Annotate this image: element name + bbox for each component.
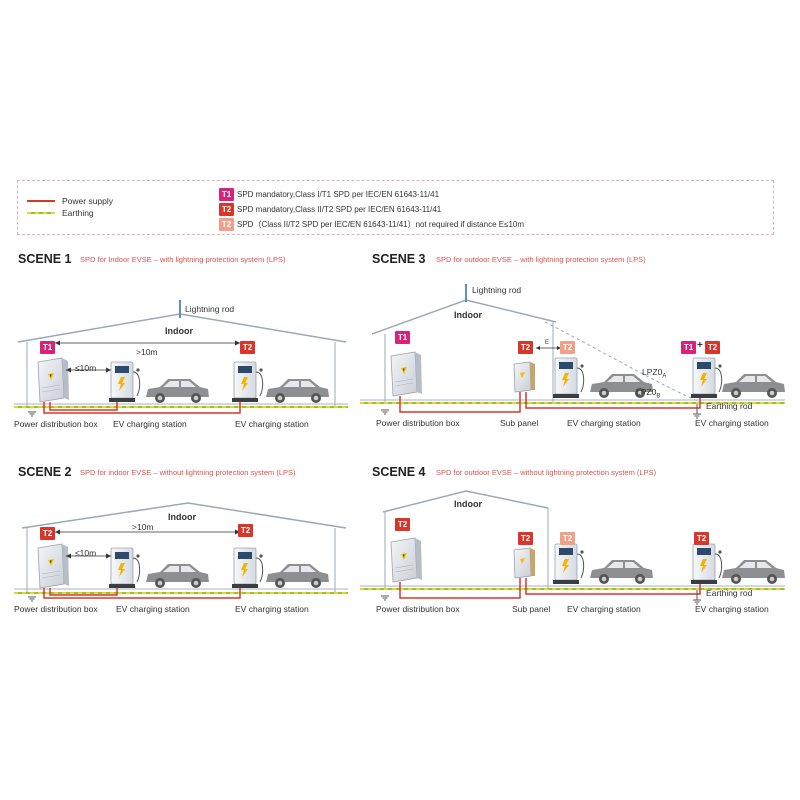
- scene3-badge-out-t2: T2: [705, 341, 720, 354]
- scene2-graphic: [14, 502, 348, 602]
- scene3-badge-pdb: T1: [395, 331, 410, 344]
- legend-t2-optional-badge: T2: [219, 218, 234, 231]
- scene4-earthing-rod: Earthing rod: [706, 588, 753, 598]
- scene3-badge-sub-optional: T2: [560, 341, 575, 354]
- legend-t1-text: SPD mandatory,Class I/T1 SPD per IEC/EN …: [237, 190, 440, 199]
- scene3-subtitle: SPD for outdoor EVSE – with lightning pr…: [436, 255, 646, 264]
- scene2-label-pdb: Power distribution box: [14, 604, 98, 614]
- scene4-badge-out: T2: [694, 532, 709, 545]
- scene1-badge-t1: T1: [40, 341, 55, 354]
- legend-box: [17, 180, 774, 235]
- scene4-title: SCENE 4: [372, 465, 426, 479]
- scene4-indoor-label: Indoor: [454, 499, 482, 509]
- scene1-label-ev1: EV charging station: [113, 419, 187, 429]
- scene4-label-pdb: Power distribution box: [376, 604, 460, 614]
- scene3-lightning-rod-label: Lightning rod: [472, 285, 522, 295]
- scene1-lightning-rod-label: Lightning rod: [185, 304, 235, 314]
- scene1-indoor-label: Indoor: [165, 326, 193, 336]
- scene4-badge-sub: T2: [518, 532, 533, 545]
- scene2-badge-right: T2: [238, 524, 253, 537]
- scene3-graphic: [360, 284, 785, 419]
- legend-symbols: [27, 200, 55, 214]
- scene3-distance-e: E: [545, 340, 550, 346]
- legend-t2-optional-text: SPD（Class II/T2 SPD per IEC/EN 61643-11/…: [237, 220, 525, 229]
- scene3-label-pdb: Power distribution box: [376, 418, 460, 428]
- scene3-title: SCENE 3: [372, 252, 426, 266]
- scene4-label-ev2: EV charging station: [695, 604, 769, 614]
- scene4-label-ev1: EV charging station: [567, 604, 641, 614]
- scene1-label-ev2: EV charging station: [235, 419, 309, 429]
- scene2-indoor-label: Indoor: [168, 512, 196, 522]
- scene1-distance-near: ≤10m: [75, 363, 97, 373]
- scene1-subtitle: SPD for Indoor EVSE – with lightning pro…: [80, 255, 286, 264]
- scene3-label-ev2: EV charging station: [695, 418, 769, 428]
- scene3-lpz-b: LPZ0B: [636, 387, 661, 400]
- scene2-title: SCENE 2: [18, 465, 72, 479]
- scene2-label-ev1: EV charging station: [116, 604, 190, 614]
- scene4-roof: [382, 490, 549, 513]
- scene4-badge-pdb: T2: [395, 518, 410, 531]
- scene4-badge-sub-optional: T2: [560, 532, 575, 545]
- legend-earthing-label: Earthing: [62, 208, 94, 218]
- legend-t1-badge: T1: [219, 188, 234, 201]
- scene1-badge-t2: T2: [240, 341, 255, 354]
- scene3-badge-sub: T2: [518, 341, 533, 354]
- scene1-label-pdb: Power distribution box: [14, 419, 98, 429]
- scene1-graphic: [14, 300, 348, 417]
- scene3-label-ev1: EV charging station: [567, 418, 641, 428]
- scene2-label-ev2: EV charging station: [235, 604, 309, 614]
- legend-t2-text: SPD mandatory,Class II/T2 SPD per IEC/EN…: [237, 205, 442, 214]
- scene4-subtitle: SPD for outdoor EVSE – without lightning…: [436, 468, 657, 477]
- scene3-indoor-label: Indoor: [454, 310, 482, 320]
- legend-t2-badge: T2: [219, 203, 234, 216]
- scene2-distance-near: ≤10m: [75, 548, 97, 558]
- scene2-distance-far: >10m: [132, 522, 154, 532]
- scene2-badge-left: T2: [40, 527, 55, 540]
- scene3-plus: +: [697, 340, 703, 351]
- scene3-earthing-rod: Earthing rod: [706, 401, 753, 411]
- scene1-title: SCENE 1: [18, 252, 72, 266]
- scene4-label-sub: Sub panel: [512, 604, 551, 614]
- scene3-lpz-a: LPZ0A: [642, 367, 667, 380]
- scene3-label-sub: Sub panel: [500, 418, 539, 428]
- scene1-distance-far: >10m: [136, 347, 158, 357]
- scene2-roof: [21, 502, 347, 529]
- legend-power-label: Power supply: [62, 196, 114, 206]
- scene4-graphic: [360, 490, 785, 605]
- scene2-subtitle: SPD for indoor EVSE – without lightning …: [80, 468, 296, 477]
- scene3-badge-out-t1: T1: [681, 341, 696, 354]
